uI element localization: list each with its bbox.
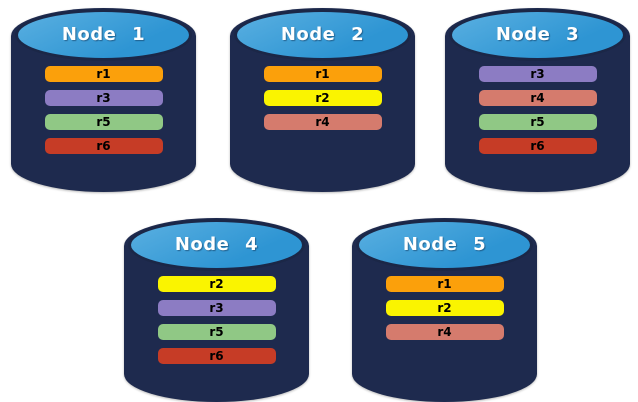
db-node-2: Node 2 r1 r2 r4 <box>230 8 415 192</box>
replica-list: r1 r3 r5 r6 <box>11 66 196 154</box>
replica-bar-r4: r4 <box>263 114 382 130</box>
replica-bar-r3: r3 <box>157 300 276 316</box>
cylinder-top-ellipse <box>15 9 192 61</box>
cylinder-top-ellipse <box>234 9 411 61</box>
replica-bar-r5: r5 <box>44 114 163 130</box>
db-node-4: Node 4 r2 r3 r5 r6 <box>124 218 309 402</box>
node-title: Node 4 <box>174 234 259 255</box>
replica-bar-r1: r1 <box>263 66 382 82</box>
replica-bar-r6: r6 <box>157 348 276 364</box>
db-node-3: Node 3 r3 r4 r5 r6 <box>445 8 630 192</box>
node-title: Node 1 <box>61 24 146 45</box>
replica-bar-r3: r3 <box>44 90 163 106</box>
cylinder-top-ellipse <box>128 219 305 271</box>
cylinder-top-ellipse <box>356 219 533 271</box>
replica-list: r2 r3 r5 r6 <box>124 276 309 364</box>
replica-list: r1 r2 r4 <box>230 66 415 130</box>
node-title: Node 2 <box>280 24 365 45</box>
cylinder-top-ellipse <box>449 9 626 61</box>
replica-bar-r2: r2 <box>385 300 504 316</box>
replica-bar-r3: r3 <box>478 66 597 82</box>
replica-bar-r1: r1 <box>385 276 504 292</box>
replica-bar-r2: r2 <box>157 276 276 292</box>
replica-bar-r5: r5 <box>478 114 597 130</box>
replica-bar-r4: r4 <box>478 90 597 106</box>
replica-bar-r5: r5 <box>157 324 276 340</box>
replica-bar-r2: r2 <box>263 90 382 106</box>
replica-bar-r1: r1 <box>44 66 163 82</box>
replica-list: r1 r2 r4 <box>352 276 537 340</box>
replica-bar-r6: r6 <box>478 138 597 154</box>
db-node-5: Node 5 r1 r2 r4 <box>352 218 537 402</box>
replica-bar-r4: r4 <box>385 324 504 340</box>
db-node-1: Node 1 r1 r3 r5 r6 <box>11 8 196 192</box>
replica-bar-r6: r6 <box>44 138 163 154</box>
node-title: Node 5 <box>402 234 487 255</box>
node-title: Node 3 <box>495 24 580 45</box>
replica-list: r3 r4 r5 r6 <box>445 66 630 154</box>
